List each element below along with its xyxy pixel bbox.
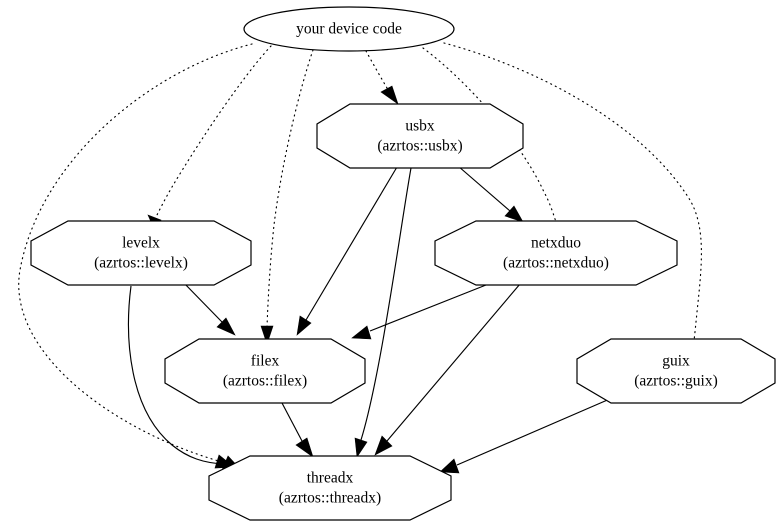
node-threadx-shape [208,455,452,521]
edge-usbx-to-netxduo [457,165,524,223]
edge-device-to-levelx [147,45,272,234]
node-levelx-line1: levelx [122,235,160,252]
node-usbx-line1: usbx [405,118,435,135]
node-your-device-code-shape [243,6,455,52]
edge-device-to-filex [260,49,314,345]
node-threadx-line1: threadx [307,470,354,487]
node-threadx-line2: (azrtos::threadx) [279,490,381,507]
edge-usbx-to-filex [296,166,398,336]
node-levelx-line2: (azrtos::levelx) [94,255,188,272]
edge-device-to-usbx [365,50,399,105]
edge-levelx-to-filex [181,280,236,336]
node-guix-shape [576,338,776,404]
node-threadx[interactable]: threadx (azrtos::threadx) [208,455,452,521]
edge-guix-to-threadx [439,397,613,474]
edge-netxduo-to-threadx [374,283,521,456]
node-netxduo-line1: netxduo [531,235,581,252]
node-filex-line1: filex [251,353,280,370]
node-layer: your device code usbx (azrtos::usbx) lev… [30,6,776,521]
node-usbx-shape [316,103,524,169]
node-filex-shape [164,338,366,404]
node-netxduo[interactable]: netxduo (azrtos::netxduo) [434,220,678,286]
node-filex[interactable]: filex (azrtos::filex) [164,338,366,404]
node-your-device-code-line1: your device code [296,21,402,38]
node-levelx-shape [30,220,252,286]
edge-netxduo-to-filex [351,284,487,340]
node-filex-line2: (azrtos::filex) [223,373,307,390]
node-netxduo-shape [434,220,678,286]
edge-filex-to-threadx [281,402,314,458]
edge-usbx-to-threadx [354,167,412,458]
node-usbx-line2: (azrtos::usbx) [377,138,462,155]
node-guix-line2: (azrtos::guix) [634,373,718,390]
node-levelx[interactable]: levelx (azrtos::levelx) [30,220,252,286]
node-usbx[interactable]: usbx (azrtos::usbx) [316,103,524,169]
node-your-device-code[interactable]: your device code [243,6,455,52]
node-guix-line1: guix [662,353,690,370]
node-guix[interactable]: guix (azrtos::guix) [576,338,776,404]
node-netxduo-line2: (azrtos::netxduo) [503,255,609,272]
edge-device-to-guix [443,42,702,359]
